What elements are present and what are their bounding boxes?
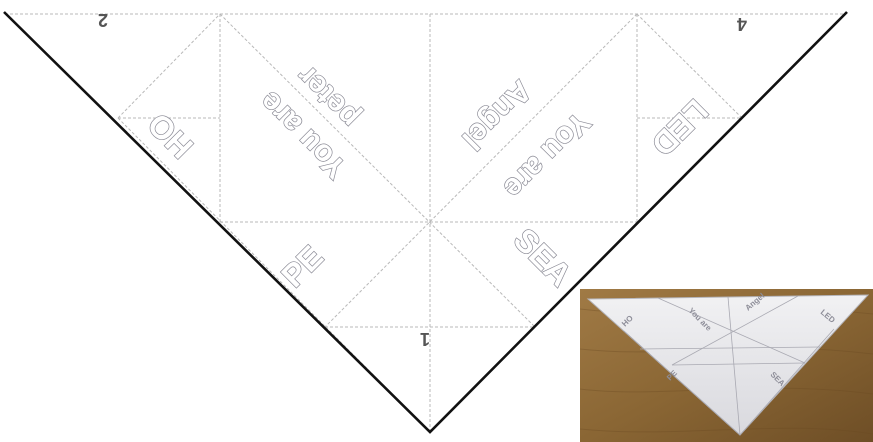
folded-paper-fortune-teller-photo-icon: You are Angel HO LED PE SEA xyxy=(580,289,873,442)
number-top-left: 2 xyxy=(98,10,108,30)
number-bottom: 1 xyxy=(420,329,430,349)
number-top-right: 4 xyxy=(737,14,747,34)
folded-paper-photo: You are Angel HO LED PE SEA xyxy=(580,289,873,442)
